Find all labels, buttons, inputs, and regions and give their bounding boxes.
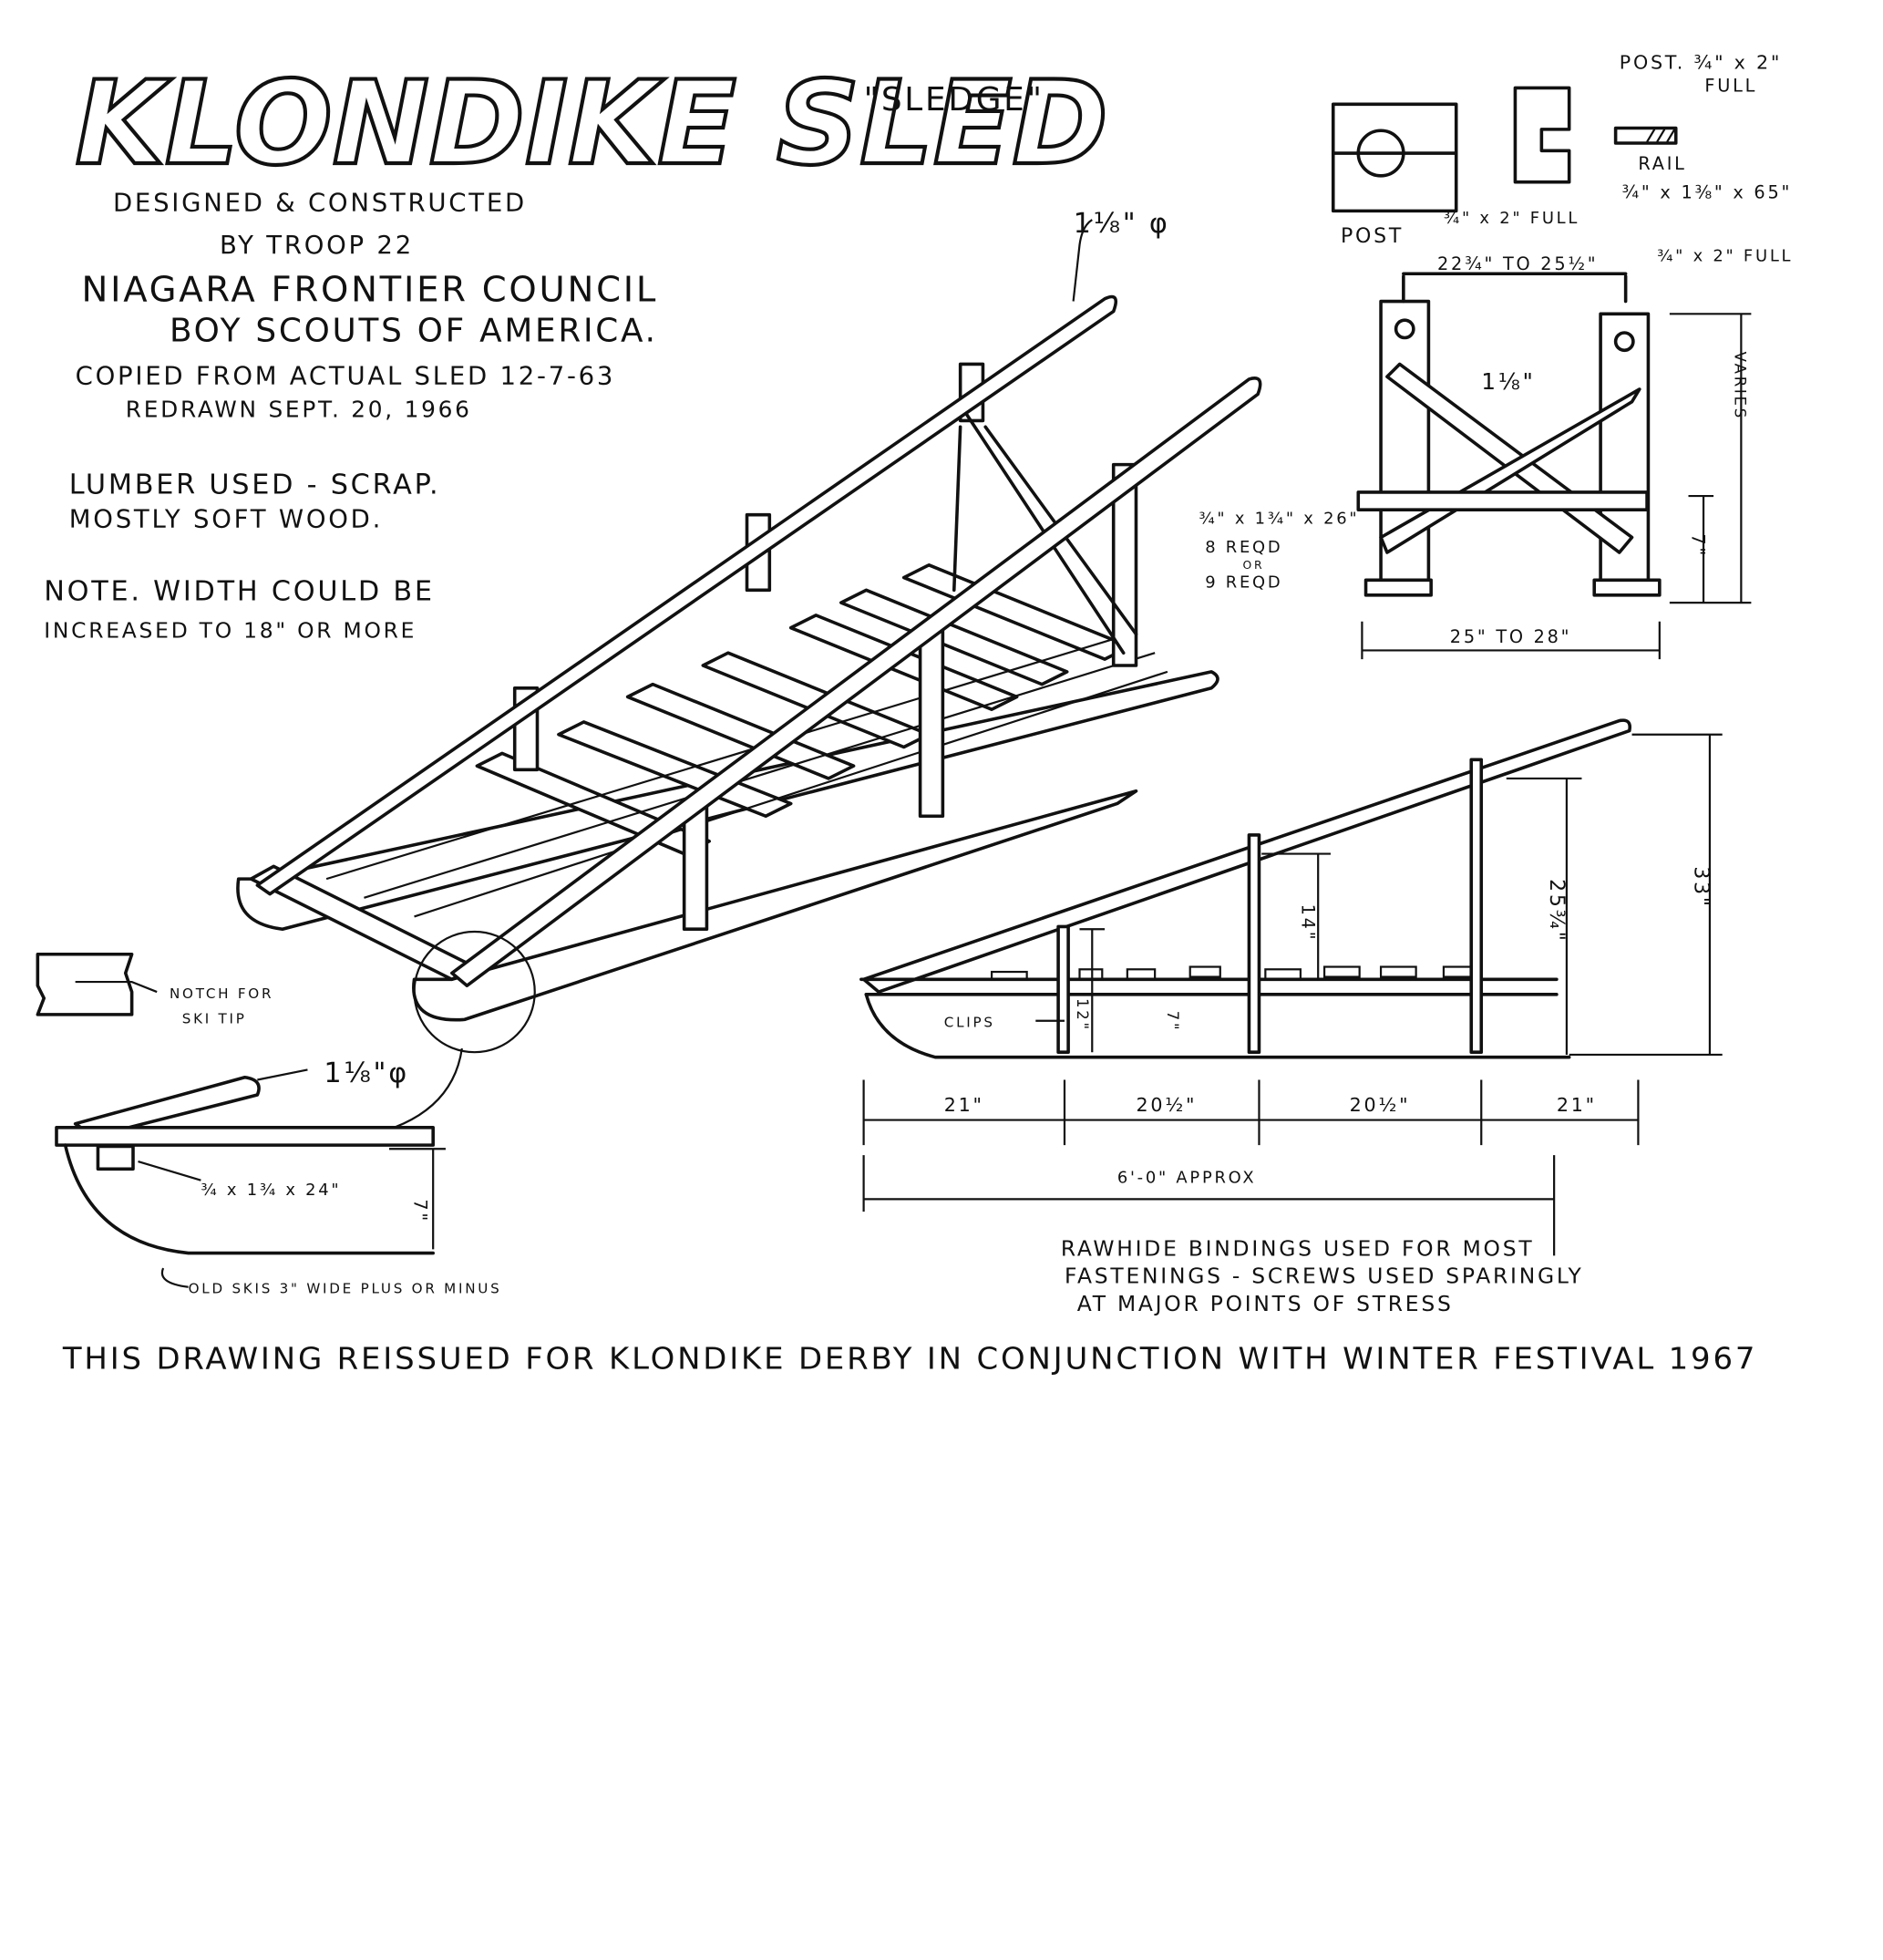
span-3: 20½" [1350, 1094, 1411, 1116]
rail-leader [1072, 219, 1093, 302]
notch-icon [36, 952, 134, 1016]
end-top-width: 22¾" TO 25½" [1437, 253, 1598, 274]
slat-or: OR [1243, 558, 1265, 572]
end-height-label: 7" [1688, 533, 1709, 558]
slat-qty-8: 8 REQD [1205, 538, 1282, 557]
end-crossbar [1356, 490, 1649, 511]
bindings-note-3: AT MAJOR POINTS OF STRESS [1077, 1291, 1454, 1316]
lumber-note-2: MOSTLY SOFT WOOD. [69, 504, 383, 533]
notch-label-2: SKI TIP [182, 1011, 247, 1027]
end-varies-label: VARIES [1731, 352, 1748, 420]
span-1: 21" [944, 1094, 984, 1116]
span-2: 20½" [1136, 1094, 1197, 1116]
detail-callout-circle [413, 930, 536, 1054]
sled-perspective-view: 1⅛" φ [236, 208, 1262, 1138]
width-note-2: INCREASED TO 18" OR MORE [44, 618, 417, 644]
bindings-note-1: RAWHIDE BINDINGS USED FOR MOST [1061, 1235, 1535, 1261]
end-view: 22¾" TO 25½" ¾" x 2" FULL 1⅛" VARIES 7" … [1199, 246, 1793, 660]
left-handrail [255, 294, 1118, 896]
end-hole-label: 1⅛" [1481, 368, 1535, 395]
footer-reissue-note: THIS DRAWING REISSUED FOR KLONDIKE DERBY… [62, 1340, 1757, 1376]
rail-diameter-label: 1⅛" φ [1074, 208, 1170, 240]
logo-title: KLONDIKE SLED [76, 56, 1108, 191]
notched-post-detail [1513, 86, 1571, 184]
end-post-size: ¾" x 2" FULL [1657, 246, 1793, 265]
width-note-1: NOTE. WIDTH COULD BE [44, 575, 435, 607]
side-7in: 7" [1164, 1011, 1181, 1033]
overall-length: 6'-0" APPROX [1117, 1168, 1257, 1187]
lumber-note-1: LUMBER USED - SCRAP. [69, 469, 441, 500]
front-runner [412, 789, 1138, 1022]
side-view: CLIPS 12" 7" 14" 25¾" 33" 21" 20½" 20½" … [859, 718, 1723, 1256]
post-size-label: ¾" x 2" FULL [1444, 209, 1579, 228]
credit-line-2: BY TROOP 22 [220, 231, 414, 260]
notch-label-1: NOTCH FOR [170, 985, 273, 1002]
ski-height: 7" [410, 1199, 431, 1223]
rail-label: RAIL [1638, 153, 1686, 174]
slat-qty-9: 9 REQD [1205, 573, 1282, 593]
subtitle-sledge: "SLEDGE" [864, 81, 1044, 119]
post-spec-full: FULL [1704, 76, 1757, 97]
ski-label: OLD SKIS 3" WIDE PLUS OR MINUS [189, 1281, 502, 1297]
credit-line-4: BOY SCOUTS OF AMERICA. [170, 313, 658, 350]
rail-spec: ¾" x 1⅜" x 65" [1622, 182, 1793, 203]
side-handrail [861, 718, 1631, 994]
credit-line-1: DESIGNED & CONSTRUCTED [113, 188, 527, 217]
deck-boards [325, 633, 1168, 918]
span-4: 21" [1557, 1094, 1597, 1116]
credit-line-3: NIAGARA FRONTIER COUNCIL [82, 270, 659, 311]
end-bottom-width: 25" TO 28" [1450, 626, 1571, 647]
bindings-note-2: FASTENINGS - SCREWS USED SPARINGLY [1065, 1264, 1584, 1289]
slat-spec: ¾" x 1¾" x 26" [1199, 509, 1359, 528]
clips-label: CLIPS [944, 1015, 995, 1031]
side-runner [864, 993, 1571, 1059]
rail-section-icon [1613, 126, 1678, 145]
ski-rail-diameter: 1⅛"φ [324, 1057, 409, 1089]
credit-line-5: COPIED FROM ACTUAL SLED 12-7-63 [76, 361, 616, 390]
side-33in: 33" [1689, 866, 1712, 908]
side-slats [990, 965, 1473, 981]
ski-tip-detail: NOTCH FOR SKI TIP 1⅛"φ ¾ x 1¾ x 24" 7" O… [36, 952, 502, 1297]
side-12in: 12" [1074, 998, 1091, 1032]
credit-line-6: REDRAWN SEPT. 20, 1966 [126, 396, 472, 422]
post-detail [1331, 102, 1458, 213]
post-rail-details: POST. ¾" x 2" FULL RAIL ¾" x 1⅜" x 65" P… [1331, 52, 1793, 248]
post-spec-label: POST. ¾" x 2" [1620, 52, 1782, 74]
side-14in: 14" [1297, 904, 1318, 943]
right-handrail [450, 377, 1262, 987]
side-25in: 25¾" [1545, 879, 1568, 944]
ski-slat-spec: ¾ x 1¾ x 24" [201, 1181, 341, 1200]
post-label: POST [1341, 225, 1404, 248]
